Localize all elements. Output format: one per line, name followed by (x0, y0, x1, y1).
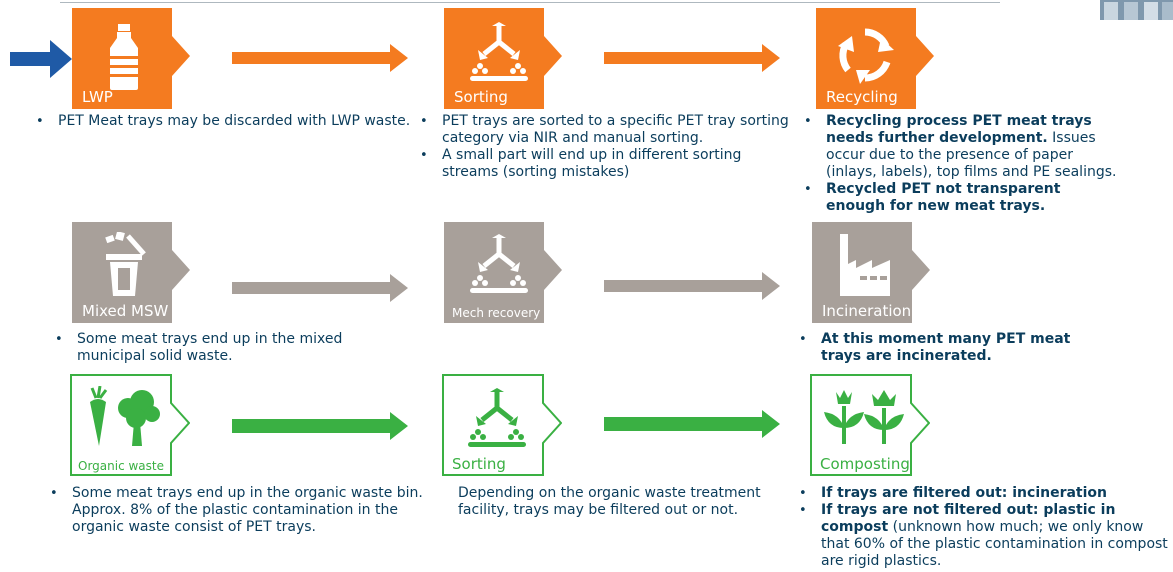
input-arrow (10, 40, 72, 78)
recycling-bullet-2: Recycled PET not transparent enough for … (804, 181, 1124, 215)
composting-bullet-2: If trays are not filtered out: plastic i… (799, 502, 1171, 570)
organic-sorting-text: Depending on the organic waste treatment… (458, 485, 761, 518)
incineration-bullet: At this moment many PET meat trays are i… (799, 331, 1099, 365)
arrow-organic-to-sorting (232, 412, 408, 440)
recycling-label: Recycling (826, 88, 898, 106)
recycle-icon (838, 28, 894, 84)
incineration-label: Incineration (822, 302, 912, 320)
lwp-box: LWP (72, 8, 190, 109)
mech-recovery-label: Mech recovery (452, 306, 541, 320)
sorting-bullet-1: PET trays are sorted to a specific PET t… (420, 113, 790, 147)
mixed-msw-label: Mixed MSW (82, 302, 169, 320)
vegetables-icon (90, 386, 160, 446)
organic-sorting-label: Sorting (452, 455, 506, 473)
organic-sorting-description: Depending on the organic waste treatment… (458, 485, 768, 519)
arrow-lwp-to-sorting (232, 44, 408, 72)
bin-icon (105, 232, 146, 296)
organic-waste-box: Organic waste (70, 374, 190, 476)
sorting-bullet-2: A small part will end up in different so… (420, 147, 790, 181)
composting-box: Composting (810, 374, 930, 476)
composting-bullet-1: If trays are filtered out: incineration (799, 485, 1171, 502)
sorting-label: Sorting (454, 88, 508, 106)
mixed-msw-description: Some meat trays end up in the mixed muni… (55, 331, 385, 365)
incineration-box: Incineration (812, 222, 930, 323)
mech-recovery-box: Mech recovery (444, 222, 562, 323)
arrow-mech-to-incineration (604, 272, 780, 300)
organic-sorting-box: Sorting (442, 374, 562, 476)
composting-label: Composting (820, 455, 910, 473)
lwp-bullet: PET Meat trays may be discarded with LWP… (36, 113, 416, 130)
sorting-icon (468, 388, 526, 447)
organic-waste-description: Some meat trays end up in the organic wa… (50, 485, 430, 536)
organic-waste-bullet: Some meat trays end up in the organic wa… (50, 485, 430, 536)
sorting-icon (470, 22, 528, 81)
mixed-msw-box: Mixed MSW (72, 222, 190, 323)
sorting-description: PET trays are sorted to a specific PET t… (420, 113, 790, 181)
factory-icon (840, 234, 890, 296)
top-divider-line (60, 2, 1000, 3)
corner-photo (1100, 0, 1173, 20)
recycling-description: Recycling process PET meat trays needs f… (804, 113, 1124, 215)
sorting-icon (470, 234, 528, 293)
lwp-description: PET Meat trays may be discarded with LWP… (36, 113, 416, 130)
arrow-sorting-to-composting (604, 410, 780, 438)
arrow-sorting-to-recycling (604, 44, 780, 72)
lwp-label: LWP (82, 88, 113, 106)
arrow-mixed-to-mech (232, 274, 408, 302)
recycling-box: Recycling (816, 8, 934, 109)
composting-description: If trays are filtered out: incineration … (799, 485, 1171, 570)
organic-waste-label: Organic waste (78, 459, 164, 473)
mixed-msw-bullet: Some meat trays end up in the mixed muni… (55, 331, 385, 365)
bottle-icon (110, 24, 138, 90)
recycling-bullet-1: Recycling process PET meat trays needs f… (804, 113, 1124, 181)
sorting-box: Sorting (444, 8, 562, 109)
incineration-description: At this moment many PET meat trays are i… (799, 331, 1099, 365)
plants-icon (824, 390, 904, 444)
